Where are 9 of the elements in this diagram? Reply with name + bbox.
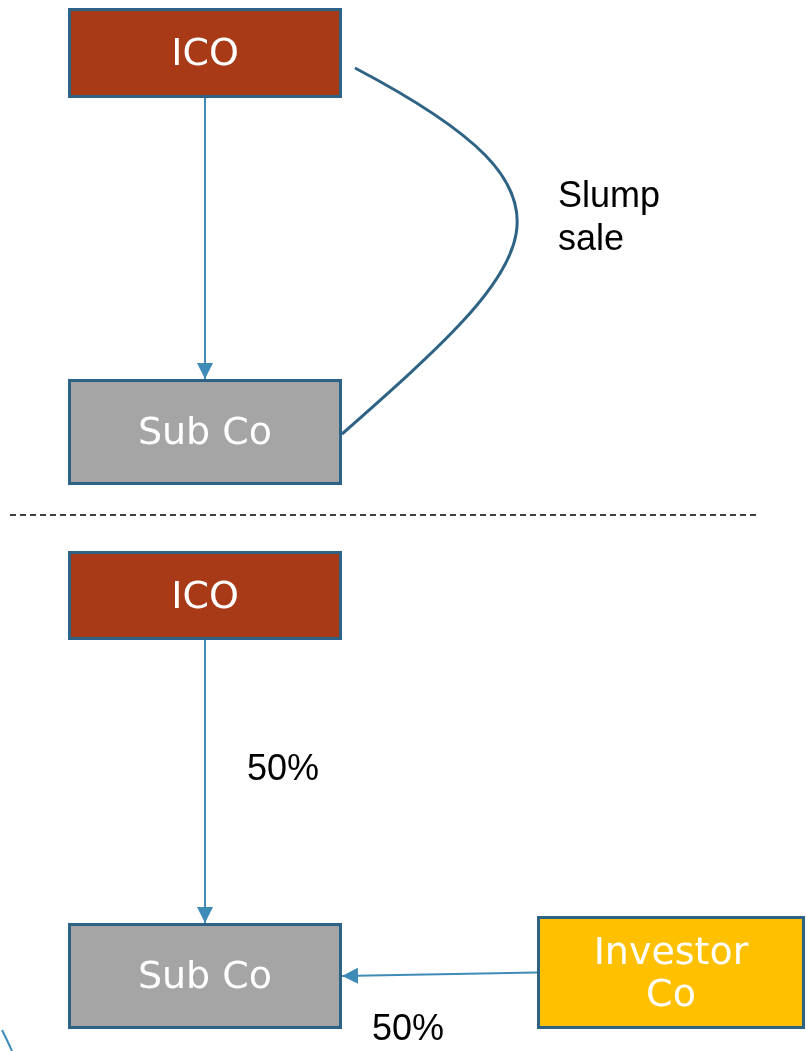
entity-box: Sub Co: [68, 923, 342, 1029]
entity-box: Investor Co: [537, 916, 805, 1029]
arrow: [197, 639, 213, 924]
entity-box: ICO: [68, 8, 342, 98]
connector-line: [341, 66, 518, 436]
entity-box: Sub Co: [68, 379, 342, 485]
arrow: [341, 967, 538, 984]
entity-box: ICO: [68, 551, 342, 640]
arrow: [197, 97, 213, 380]
